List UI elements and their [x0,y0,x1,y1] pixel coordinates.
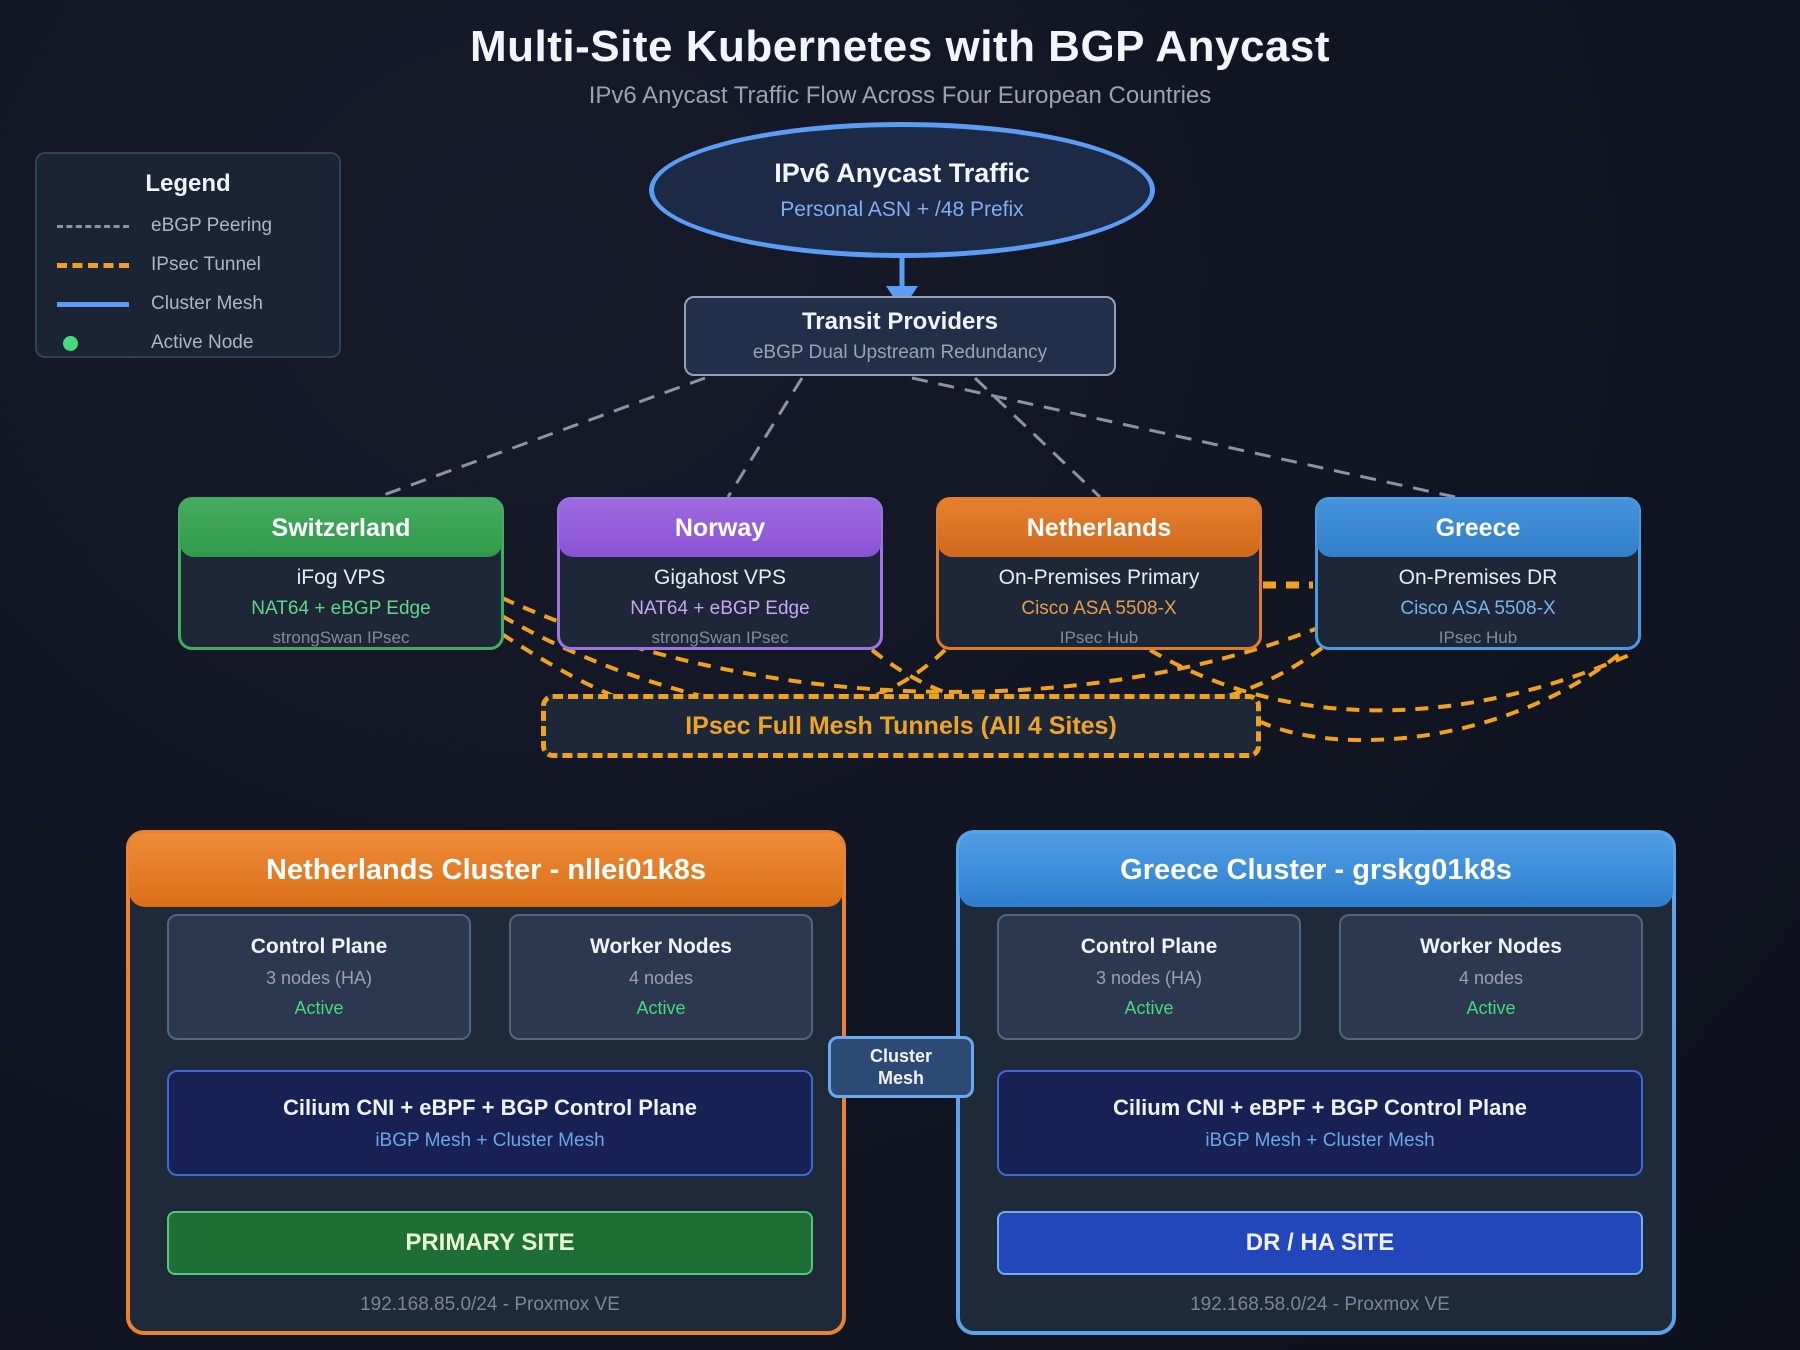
cluster-greece-title: Greece Cluster - grskg01k8s [959,833,1673,907]
site-switzerland: Switzerland iFog VPS NAT64 + eBGP Edge s… [178,497,504,650]
site-role: Cisco ASA 5508-X [1021,598,1177,619]
control-plane-title: Control Plane [1080,935,1218,958]
dr-site-badge: DR / HA SITE [997,1211,1643,1275]
legend-title: Legend [145,170,231,197]
worker-nodes-status: Active [636,998,686,1018]
worker-nodes-box: Worker Nodes 4 nodes Active [1339,914,1643,1040]
legend-item-ipsec: IPsec Tunnel [57,254,319,276]
site-tunnel: strongSwan IPsec [272,628,410,647]
cni-title: Cilium CNI + eBPF + BGP Control Plane [282,1094,697,1120]
cluster-greece-footer: 192.168.58.0/24 - Proxmox VE [1190,1294,1450,1315]
anycast-traffic-node: IPv6 Anycast Traffic Personal ASN + /48 … [649,122,1155,258]
site-provider: Gigahost VPS [654,566,786,589]
site-provider: iFog VPS [296,566,386,589]
anycast-subtitle: Personal ASN + /48 Prefix [780,198,1024,221]
anycast-title: IPv6 Anycast Traffic [774,158,1030,188]
worker-nodes-title: Worker Nodes [590,935,732,958]
site-provider: On-Premises DR [1398,566,1558,589]
site-tunnel: strongSwan IPsec [651,628,789,647]
cluster-mesh-connector: Cluster Mesh [828,1036,974,1098]
cluster-greece: Greece Cluster - grskg01k8s Control Plan… [956,830,1676,1335]
page-subtitle: IPv6 Anycast Traffic Flow Across Four Eu… [588,82,1212,109]
ipsec-mesh-label-box: IPsec Full Mesh Tunnels (All 4 Sites) [541,694,1261,758]
cni-box: Cilium CNI + eBPF + BGP Control Plane iB… [167,1070,813,1176]
site-netherlands: Netherlands On-Premises Primary Cisco AS… [936,497,1262,650]
primary-site-badge: PRIMARY SITE [167,1211,813,1275]
site-norway-header: Norway [559,499,881,557]
cni-title: Cilium CNI + eBPF + BGP Control Plane [1112,1094,1527,1120]
ipsec-mesh-label: IPsec Full Mesh Tunnels (All 4 Sites) [685,711,1117,740]
cni-subtitle: iBGP Mesh + Cluster Mesh [1205,1129,1435,1151]
cluster-netherlands-title: Netherlands Cluster - nllei01k8s [129,833,843,907]
control-plane-box: Control Plane 3 nodes (HA) Active [167,914,471,1040]
legend: Legend eBGP Peering IPsec Tunnel Cluster… [35,152,341,358]
site-norway: Norway Gigahost VPS NAT64 + eBGP Edge st… [557,497,883,650]
ebgp-peering-lines [377,376,1456,499]
legend-item-active: Active Node [57,332,319,354]
legend-item-mesh: Cluster Mesh [57,293,319,315]
worker-nodes-count: 4 nodes [1458,968,1524,988]
control-plane-title: Control Plane [250,935,388,958]
page-title: Multi-Site Kubernetes with BGP Anycast [469,22,1331,71]
control-plane-nodes: 3 nodes (HA) [265,968,373,988]
control-plane-nodes: 3 nodes (HA) [1095,968,1203,988]
site-role: Cisco ASA 5508-X [1400,598,1556,619]
transit-subtitle: eBGP Dual Upstream Redundancy [752,342,1048,363]
site-role: NAT64 + eBGP Edge [630,598,810,619]
ipsec-line-icon [57,262,129,268]
site-provider: On-Premises Primary [998,566,1200,589]
site-tunnel: IPsec Hub [1438,628,1518,647]
cluster-netherlands: Netherlands Cluster - nllei01k8s Control… [126,830,846,1335]
transit-providers-node: Transit Providers eBGP Dual Upstream Red… [684,296,1116,376]
transit-title: Transit Providers [801,308,999,335]
site-greece-header: Greece [1317,499,1639,557]
control-plane-status: Active [294,998,344,1018]
control-plane-box: Control Plane 3 nodes (HA) Active [997,914,1301,1040]
site-switzerland-header: Switzerland [180,499,502,557]
worker-nodes-count: 4 nodes [628,968,694,988]
legend-item-ebgp: eBGP Peering [57,215,319,237]
site-tunnel: IPsec Hub [1059,628,1139,647]
cluster-netherlands-footer: 192.168.85.0/24 - Proxmox VE [360,1294,620,1315]
site-role: NAT64 + eBGP Edge [251,598,431,619]
cni-subtitle: iBGP Mesh + Cluster Mesh [375,1129,605,1151]
ebgp-line-icon [57,224,129,228]
mesh-line-icon [57,301,129,307]
control-plane-status: Active [1124,998,1174,1018]
cni-box: Cilium CNI + eBPF + BGP Control Plane iB… [997,1070,1643,1176]
site-netherlands-header: Netherlands [938,499,1260,557]
worker-nodes-title: Worker Nodes [1420,935,1562,958]
active-node-icon [57,335,129,351]
site-greece: Greece On-Premises DR Cisco ASA 5508-X I… [1315,497,1641,650]
worker-nodes-status: Active [1466,998,1516,1018]
worker-nodes-box: Worker Nodes 4 nodes Active [509,914,813,1040]
